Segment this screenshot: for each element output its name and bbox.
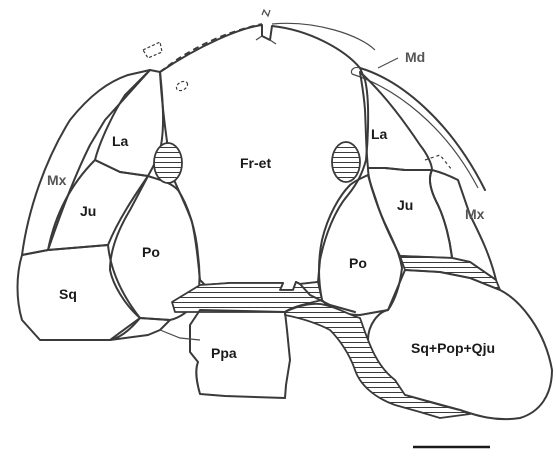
orbit-left-hatched — [154, 143, 182, 183]
label-ju-right: Ju — [397, 197, 413, 213]
orbit-right-hatched — [332, 142, 360, 182]
right-hatched-wedge — [285, 304, 470, 418]
foramen-oval — [175, 80, 189, 93]
mandible-tip — [351, 67, 360, 74]
label-la-right: La — [371, 126, 388, 142]
label-ju-left: Ju — [80, 203, 96, 219]
label-md: Md — [405, 49, 425, 65]
left-dashed-fragment — [143, 42, 162, 58]
label-fr-et: Fr-et — [240, 155, 271, 171]
label-po-left: Po — [142, 244, 160, 260]
postparietal-outline — [190, 310, 290, 398]
squamosal-left — [18, 245, 141, 340]
label-ppa: Ppa — [211, 345, 237, 361]
label-mx-left: Mx — [47, 172, 67, 188]
label-la-left: La — [112, 133, 129, 149]
postorbital-right — [319, 175, 402, 315]
label-sq-left: Sq — [59, 286, 77, 302]
label-mx-right: Mx — [465, 206, 485, 222]
label-sq-pop-qju: Sq+Pop+Qju — [411, 340, 495, 356]
dashed-margin-right — [272, 23, 375, 50]
md-leader — [378, 58, 398, 68]
dashed-margin — [160, 24, 262, 72]
lacrimal-right — [360, 72, 432, 170]
lower-left-fragment-2 — [160, 330, 200, 340]
label-po-right: Po — [349, 255, 367, 271]
maxilla-left — [22, 70, 150, 255]
